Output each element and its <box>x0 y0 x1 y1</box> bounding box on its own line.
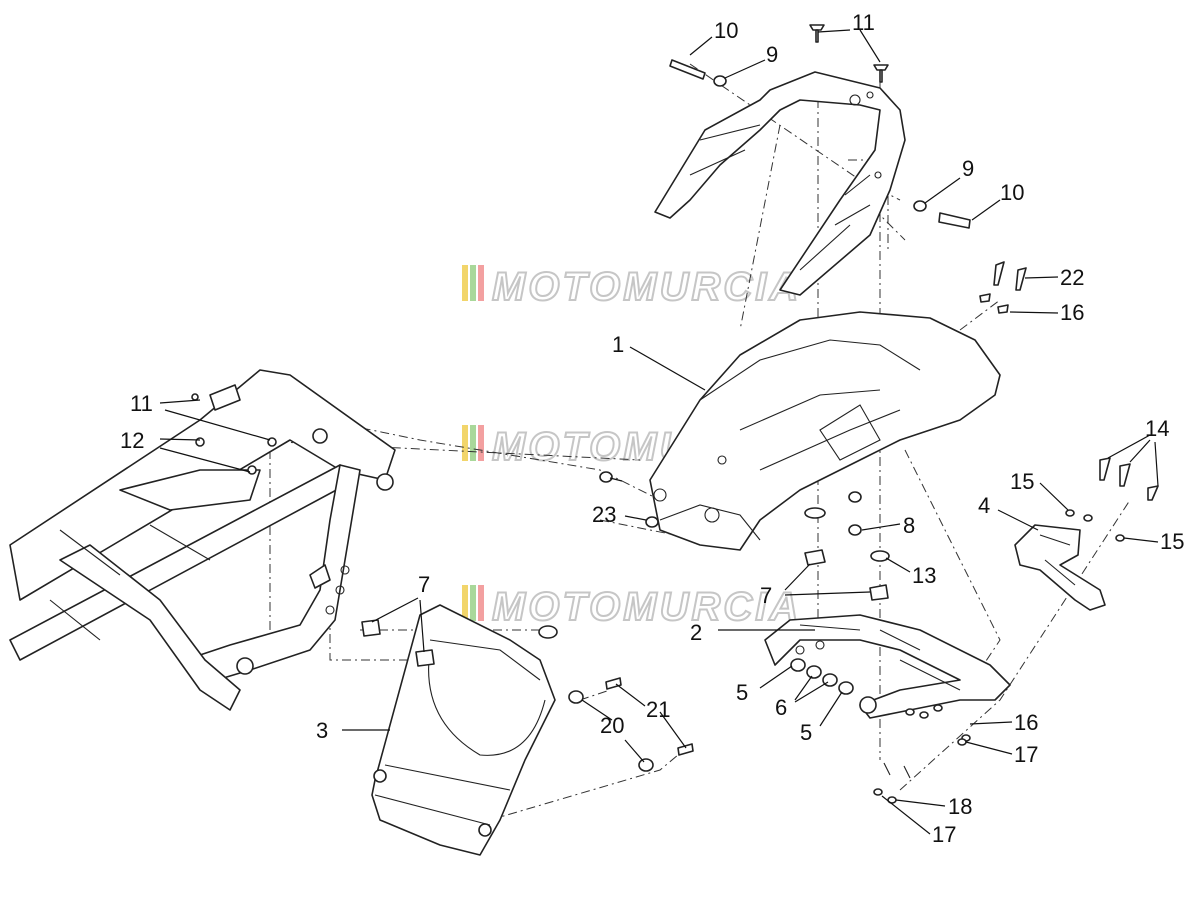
rear-frame <box>9 369 396 711</box>
callout-10-right: 10 <box>1000 180 1024 205</box>
callout-1: 1 <box>612 332 624 357</box>
callout-9-top: 9 <box>766 42 778 67</box>
mudguard-flap <box>371 604 556 856</box>
callout-5-a: 5 <box>736 680 748 705</box>
watermark-text: MOTOMURCIA <box>492 265 801 309</box>
license-plate-bracket <box>1014 524 1106 611</box>
callout-3: 3 <box>316 718 328 743</box>
callout-8: 8 <box>903 513 915 538</box>
seat-support-bracket <box>654 71 906 296</box>
watermark-bottom: MOTOMURCIA <box>462 584 801 630</box>
callout-10-top: 10 <box>714 18 738 43</box>
fender-support <box>764 614 1011 719</box>
callout-17-a: 17 <box>1014 742 1038 767</box>
fasteners <box>361 24 1159 804</box>
callout-4: 4 <box>978 493 990 518</box>
rear-fender <box>649 311 1001 551</box>
callout-22: 22 <box>1060 265 1084 290</box>
leader-lines <box>159 29 1159 835</box>
callout-23: 23 <box>592 502 616 527</box>
callout-7-right: 7 <box>760 583 772 608</box>
callout-9-right: 9 <box>962 156 974 181</box>
callout-14: 14 <box>1145 416 1169 441</box>
callout-16-bottom: 16 <box>1014 710 1038 735</box>
callout-13: 13 <box>912 563 936 588</box>
callout-12: 12 <box>120 428 144 453</box>
callout-11-top: 11 <box>852 10 875 35</box>
callout-15-b: 15 <box>1160 529 1184 554</box>
callout-7-mid: 7 <box>418 572 430 597</box>
callout-5-b: 5 <box>800 720 812 745</box>
callout-15-a: 15 <box>1010 469 1034 494</box>
callout-18: 18 <box>948 794 972 819</box>
callout-labels: 10 9 11 9 10 22 16 1 11 12 14 15 4 15 23… <box>120 10 1184 847</box>
callout-11-left: 11 <box>130 391 153 416</box>
callout-20: 20 <box>600 713 624 738</box>
callout-2: 2 <box>690 620 702 645</box>
watermark-text: MOTOMURCIA <box>492 585 801 629</box>
callout-16-top: 16 <box>1060 300 1084 325</box>
callout-6: 6 <box>775 695 787 720</box>
watermark-top: MOTOMURCIA <box>462 264 801 310</box>
callout-21: 21 <box>646 697 670 722</box>
callout-17-b: 17 <box>932 822 956 847</box>
